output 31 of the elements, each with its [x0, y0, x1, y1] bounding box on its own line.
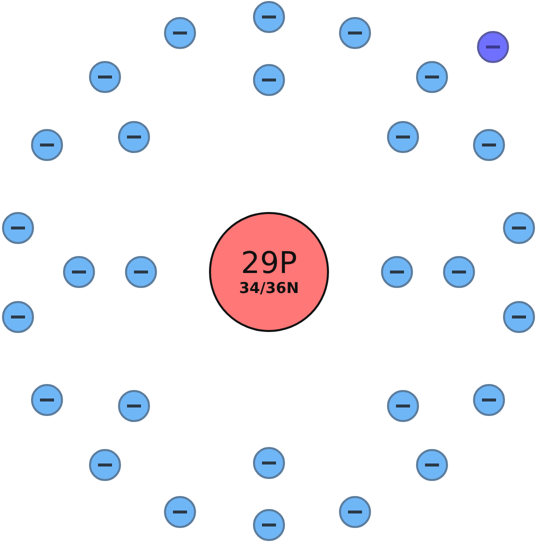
electron-circle: [387, 121, 419, 153]
neutron-count: 34/36N: [239, 280, 299, 296]
electron-circle: [253, 509, 285, 541]
electron-circle: [89, 61, 121, 93]
electron-circle: [125, 256, 157, 288]
electron-circle: [416, 449, 448, 481]
electron-circle: [473, 384, 505, 416]
electron-circle: [381, 256, 413, 288]
electron-circle: [89, 449, 121, 481]
electron-circle: [477, 31, 509, 63]
electron-circle: [118, 121, 150, 153]
electron-circle: [63, 256, 95, 288]
electron-circle: [164, 496, 196, 528]
electron-circle: [387, 390, 419, 422]
electron-circle: [503, 212, 535, 244]
electron-circle: [2, 301, 34, 333]
electron-circle: [416, 61, 448, 93]
electron-circle: [473, 129, 505, 161]
electron-circle: [31, 129, 63, 161]
electron-circle: [503, 301, 535, 333]
electron-circle: [31, 384, 63, 416]
electron-circle: [253, 447, 285, 479]
electron-circle: [253, 64, 285, 96]
electron-circle: [339, 17, 371, 49]
electron-circle: [253, 1, 285, 33]
electron-circle: [2, 212, 34, 244]
electron-circle: [164, 17, 196, 49]
electron-circle: [339, 496, 371, 528]
electron-circle: [443, 256, 475, 288]
proton-count: 29P: [240, 248, 298, 280]
electron-circle: [118, 390, 150, 422]
